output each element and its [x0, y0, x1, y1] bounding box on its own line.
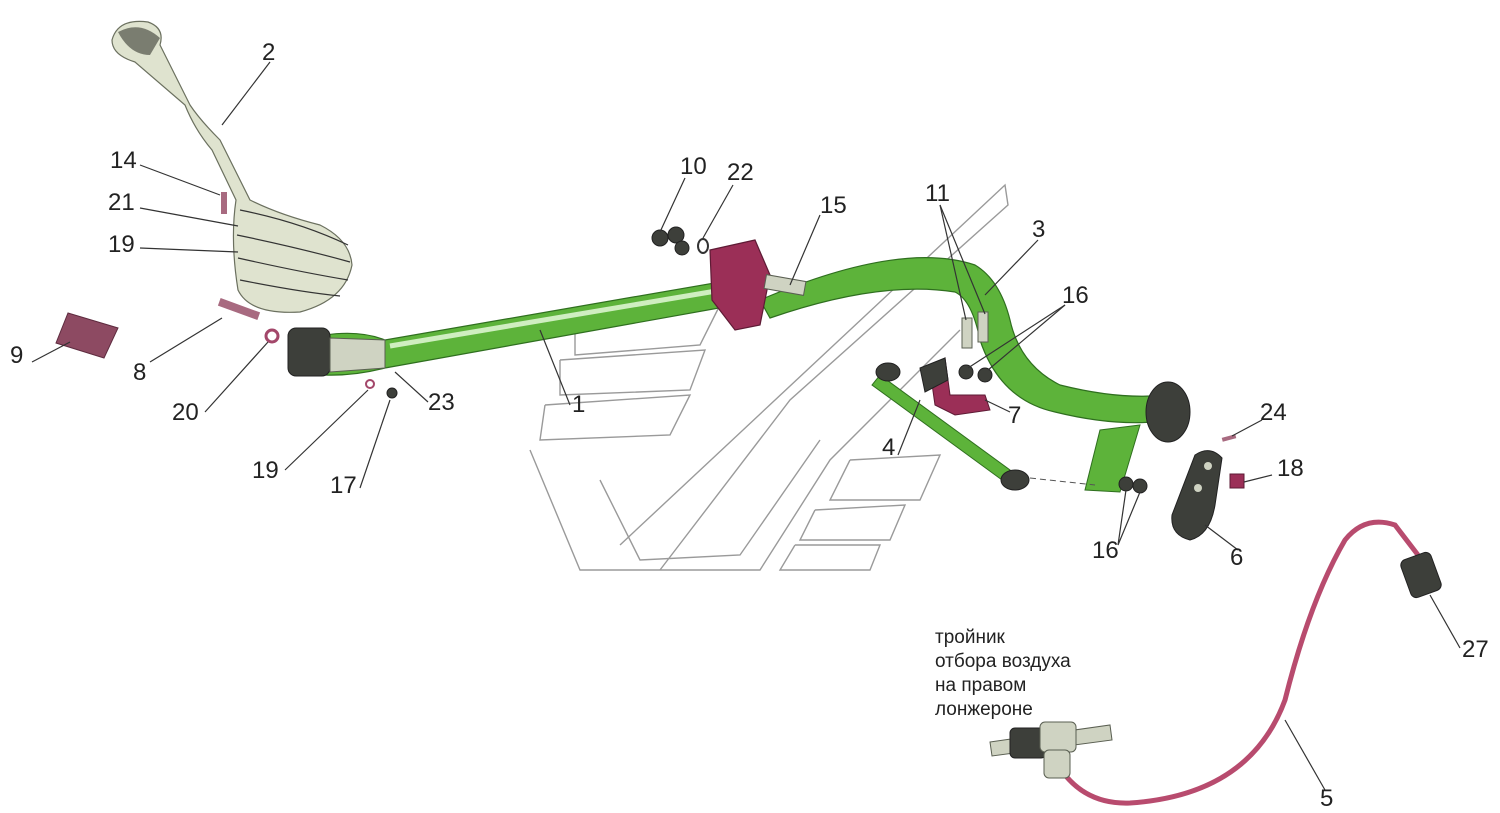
nut-part-17 [386, 387, 398, 399]
nuts-part-10 [651, 226, 690, 256]
shift-rod-part-1 [287, 281, 731, 377]
note-line-2: отбора воздуха [935, 651, 1071, 672]
washer-part-20 [264, 328, 280, 344]
callout-27: 27 [1462, 636, 1489, 663]
callout-17: 17 [330, 472, 357, 499]
washer-part-22 [697, 238, 709, 254]
note-line-1: тройник [935, 627, 1006, 648]
callout-23: 23 [428, 389, 455, 416]
callout-1: 1 [572, 391, 585, 418]
nut-part-16c [1118, 476, 1134, 492]
bracket-clamp [709, 239, 807, 331]
callout-3: 3 [1032, 216, 1045, 243]
note-line-3: на правом [935, 675, 1026, 696]
air-tee-fitting [989, 721, 1113, 779]
link-rod-part-4 [871, 362, 1096, 491]
callout-24: 24 [1260, 399, 1287, 426]
callout-labels: 2 14 21 19 9 8 20 19 17 23 1 10 22 15 11… [10, 39, 1489, 812]
nut-part-19b [365, 379, 375, 389]
shift-lever-part-2 [111, 20, 353, 313]
callout-11: 11 [925, 180, 950, 207]
nut-part-16b [977, 367, 993, 383]
lever-part-6 [1171, 450, 1223, 541]
callout-6: 6 [1230, 544, 1243, 571]
hose-part-5 [1052, 519, 1442, 806]
note-line-4: лонжероне [935, 699, 1033, 720]
callout-21: 21 [108, 189, 135, 216]
callout-8: 8 [133, 359, 146, 386]
callout-7: 7 [1008, 402, 1021, 429]
bolt-part-11b [977, 311, 989, 343]
screw-part-14 [221, 192, 227, 214]
bracket-part-7 [919, 357, 991, 416]
callout-19b: 19 [252, 457, 279, 484]
leader-lines [31, 61, 1461, 791]
callout-2: 2 [262, 39, 275, 66]
pad-part-9 [55, 312, 119, 359]
callout-10: 10 [680, 153, 707, 180]
nut-part-16d [1132, 478, 1148, 494]
nut-part-18 [1229, 473, 1245, 489]
callout-4: 4 [882, 434, 895, 461]
bolt-part-11a [961, 317, 973, 349]
callout-14: 14 [110, 147, 137, 174]
nut-part-16a [958, 364, 974, 380]
callout-15: 15 [820, 192, 847, 219]
bolt-part-8 [217, 298, 261, 320]
air-tee-note: тройник отбора воздуха на правом лонжеро… [935, 627, 1071, 720]
callout-16b: 16 [1092, 537, 1119, 564]
callout-22: 22 [727, 159, 754, 186]
callout-9: 9 [10, 342, 23, 369]
callout-20: 20 [172, 399, 199, 426]
callout-18: 18 [1277, 455, 1304, 482]
bent-rod-part-3 [759, 257, 1191, 493]
callout-16a: 16 [1062, 282, 1089, 309]
callout-19a: 19 [108, 231, 135, 258]
callout-5: 5 [1320, 785, 1333, 812]
